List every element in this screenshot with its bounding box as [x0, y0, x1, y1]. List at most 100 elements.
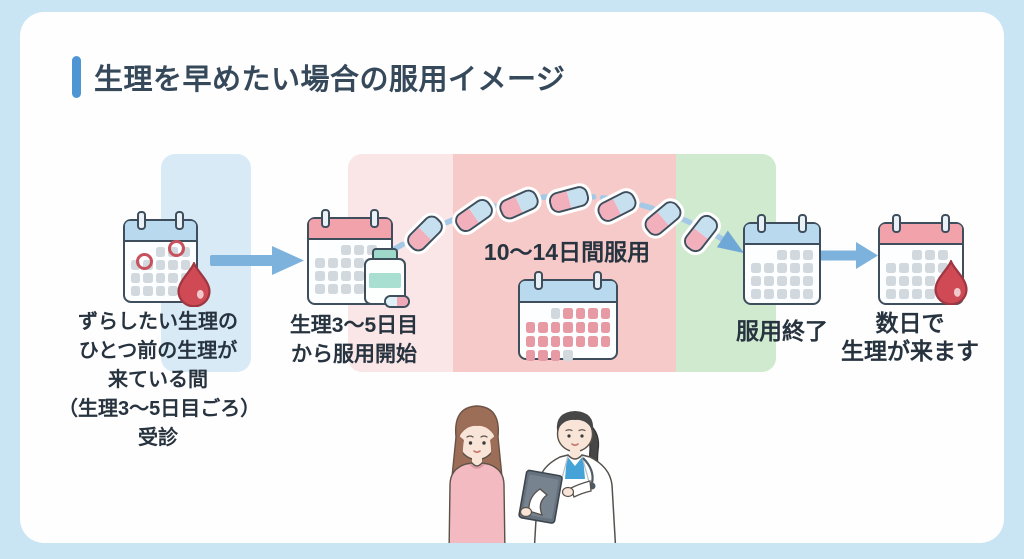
day-cell [168, 273, 178, 283]
medication-day-cell [600, 336, 610, 347]
day-cell [764, 276, 774, 286]
day-cell [155, 286, 166, 296]
day-cell [803, 250, 813, 260]
day-cell [938, 263, 948, 273]
card: 生理を早めたい場合の服用イメージ [20, 12, 1004, 543]
day-cell [328, 258, 338, 268]
day-cell [899, 276, 909, 286]
calendar-ring [941, 214, 950, 233]
day-cell [180, 247, 191, 257]
day-cell [777, 276, 787, 286]
calendar-ring [798, 214, 807, 233]
label-line: （生理3〜5日目ごろ） [58, 398, 261, 420]
day-cell [886, 289, 896, 299]
calendar-ring [534, 271, 543, 290]
medication-day-cell [550, 336, 561, 347]
day-cell [180, 260, 191, 270]
calendar-icon-medication-days [518, 271, 618, 361]
day-cell [777, 263, 787, 273]
day-cell [751, 276, 761, 286]
day-cell [143, 273, 153, 283]
medication-day-cell [588, 308, 598, 319]
day-cell [315, 284, 325, 294]
medication-day-cell [575, 336, 586, 347]
day-cell [803, 276, 813, 286]
calendar-ring [175, 211, 184, 230]
arrow-right-icon [818, 242, 878, 269]
day-cell [899, 289, 909, 299]
label-line: ずらしたい生理の [78, 311, 238, 333]
label-line: 数日で [875, 310, 945, 336]
day-cell [341, 245, 351, 255]
medication-day-cell [563, 308, 573, 319]
medication-day-cell [600, 322, 610, 333]
bottle-label [369, 273, 401, 288]
calendar-icon-period-before [123, 211, 211, 307]
medication-day-cell [563, 322, 573, 333]
step3-label: 服用終了 [736, 318, 828, 344]
day-cell [764, 263, 774, 273]
calendar-ring [321, 209, 330, 228]
day-cell [912, 276, 922, 286]
pill-icon [384, 295, 410, 308]
day-cell [925, 250, 935, 260]
day-cell [886, 263, 896, 273]
calendar-header [125, 221, 196, 242]
calendar-icon-medication-end [743, 214, 821, 305]
day-cell [790, 289, 800, 299]
period-day-marker [168, 240, 185, 257]
day-cell [912, 250, 922, 260]
calendar-icon-period-comes [878, 214, 968, 305]
day-cell [168, 260, 178, 270]
day-cell [341, 271, 351, 281]
day-cell [790, 276, 800, 286]
step1-label: ずらしたい生理の ひとつ前の生理が 来ている間 （生理3〜5日目ごろ） 受診 [58, 308, 261, 453]
day-cell [886, 276, 896, 286]
label-line: 生理が来ます [841, 338, 979, 364]
blood-drop-icon [177, 262, 211, 307]
calendar-days [745, 245, 819, 304]
page-title: 生理を早めたい場合の服用イメージ [94, 64, 566, 96]
medication-day-cell [526, 336, 536, 347]
medication-day-cell [575, 308, 586, 319]
period-day-marker [136, 253, 153, 270]
day-cell [354, 284, 364, 294]
day-cell [777, 250, 787, 260]
calendar-day-row [751, 276, 813, 286]
day-cell [777, 289, 787, 299]
day-cell [925, 289, 935, 299]
calendar-days [880, 245, 962, 304]
arrow-right-icon [210, 246, 304, 275]
day-cell [938, 250, 948, 260]
step2-label: 生理3〜5日目 から服用開始 [270, 311, 438, 369]
calendar-day-row [751, 289, 813, 299]
calendar-ring [370, 209, 379, 228]
day-cell [925, 276, 935, 286]
day-cell [328, 271, 338, 281]
calendar-day-row [526, 336, 610, 347]
day-cell [563, 350, 573, 361]
calendar-day-row [526, 322, 610, 333]
day-cell [899, 263, 909, 273]
medication-day-cell [526, 322, 536, 333]
day-cell [341, 258, 351, 268]
day-cell [341, 284, 351, 294]
title-accent-bar [72, 56, 81, 98]
duration-label: 10〜14日間服用 [483, 239, 651, 265]
day-cell [803, 289, 813, 299]
day-cell [155, 260, 166, 270]
medication-day-cell [600, 308, 610, 319]
calendar-ring [137, 211, 146, 230]
day-cell [925, 263, 935, 273]
day-cell [751, 263, 761, 273]
day-cell [790, 250, 800, 260]
label-line: ひとつ前の生理が [78, 340, 238, 362]
medication-day-cell [588, 322, 598, 333]
day-cell [354, 258, 364, 268]
medication-day-cell [588, 336, 598, 347]
day-cell [790, 263, 800, 273]
day-cell [550, 308, 561, 319]
medication-day-cell [575, 322, 586, 333]
medication-day-cell [538, 322, 548, 333]
